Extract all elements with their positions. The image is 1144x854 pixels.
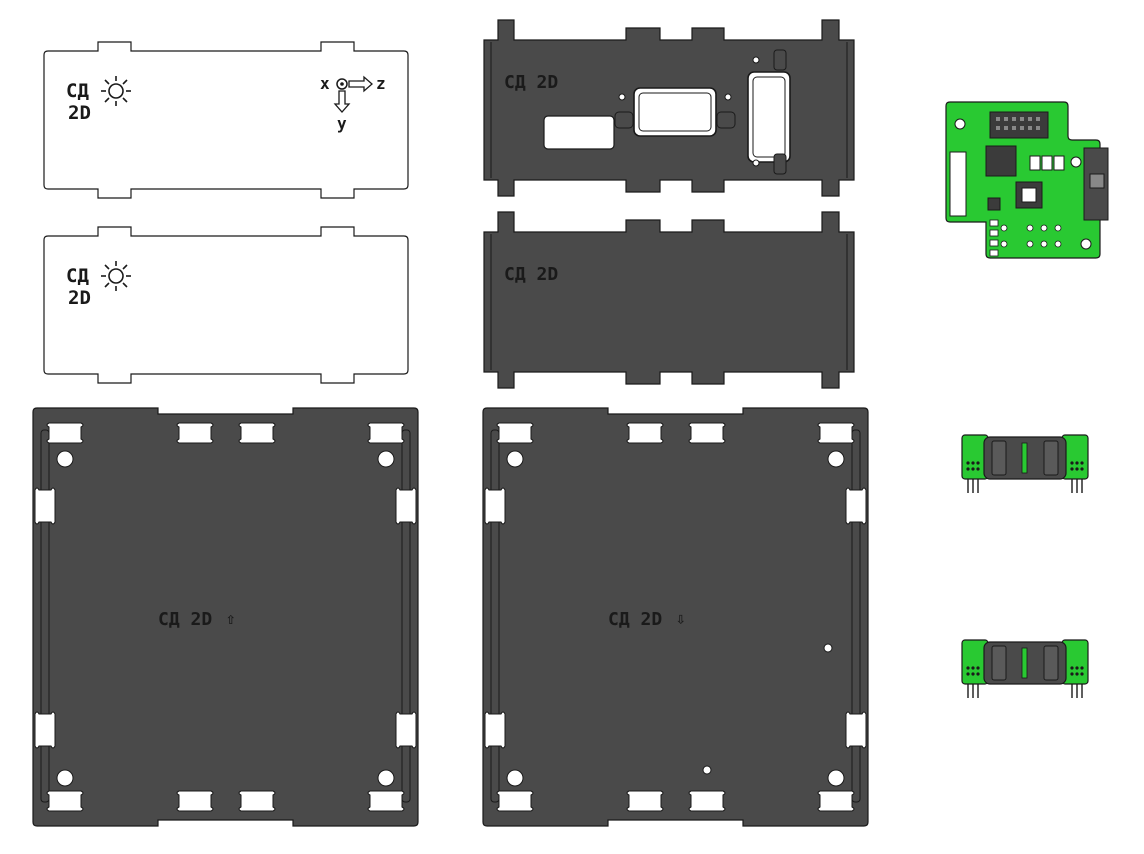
axis-origin-icon bbox=[336, 78, 348, 90]
axis-y-label: y bbox=[337, 114, 347, 133]
up-arrow-icon: ⇧ bbox=[226, 609, 236, 628]
light-panel-top-logo-line1: СД bbox=[66, 80, 89, 102]
dark-panel-middle-label: СД 2D bbox=[504, 264, 558, 285]
axis-x-label: x bbox=[320, 74, 330, 93]
sensor-module-bottom bbox=[961, 639, 1089, 699]
sensor-module-top bbox=[961, 434, 1089, 494]
big-plate-right-label: СД 2D bbox=[608, 609, 662, 630]
light-panel-bottom-logo-line2: 2D bbox=[68, 287, 91, 309]
axis-z-arrow-icon bbox=[348, 75, 373, 93]
big-plate-left: СД 2D ⇧ bbox=[32, 407, 419, 827]
big-plate-left-label: СД 2D bbox=[158, 609, 212, 630]
down-arrow-icon: ⇩ bbox=[676, 609, 686, 628]
circuit-board-icon bbox=[945, 101, 1109, 259]
big-plate-right: СД 2D ⇩ bbox=[482, 407, 869, 827]
cutout-slot bbox=[543, 115, 615, 150]
axis-z-label: z bbox=[376, 74, 386, 93]
dark-panel-middle: СД 2D bbox=[483, 211, 855, 389]
dark-panel-top: СД 2D bbox=[483, 19, 855, 197]
axis-y-arrow-icon bbox=[333, 90, 351, 113]
light-panel-top: СД 2D x z y bbox=[43, 41, 409, 199]
light-panel-bottom-logo-line1: СД bbox=[66, 265, 89, 287]
light-panel-top-logo-line2: 2D bbox=[68, 102, 91, 124]
light-panel-bottom: СД 2D bbox=[43, 226, 409, 384]
dark-panel-top-label: СД 2D bbox=[504, 72, 558, 93]
